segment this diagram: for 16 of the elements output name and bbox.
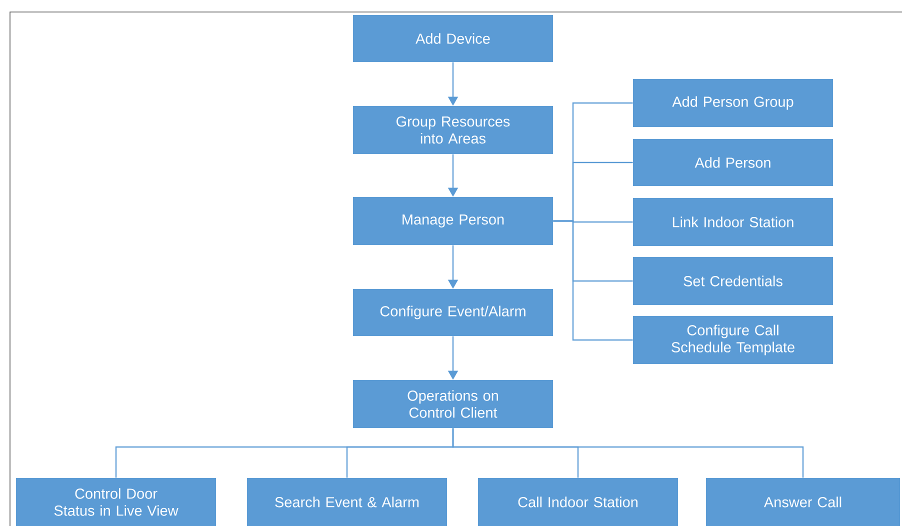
process-box: Call Indoor Station (478, 478, 678, 526)
connector (553, 220, 633, 341)
process-box: Manage Person (353, 197, 553, 245)
process-box: Add Person (633, 139, 833, 186)
process-box: Add Person Group (633, 79, 833, 127)
process-box: Add Device (353, 15, 553, 62)
process-box: Configure Event/Alarm (353, 289, 553, 336)
connector (452, 428, 804, 478)
process-box: Link Indoor Station (633, 198, 833, 246)
process-box: Search Event & Alarm (247, 478, 447, 526)
process-box: Configure Call Schedule Template (633, 316, 833, 364)
process-box: Operations on Control Client (353, 380, 553, 428)
process-box: Group Resources into Areas (353, 106, 553, 154)
process-box: Control Door Status in Live View (16, 478, 216, 526)
process-box: Set Credentials (633, 257, 833, 305)
process-box: Answer Call (706, 478, 900, 526)
